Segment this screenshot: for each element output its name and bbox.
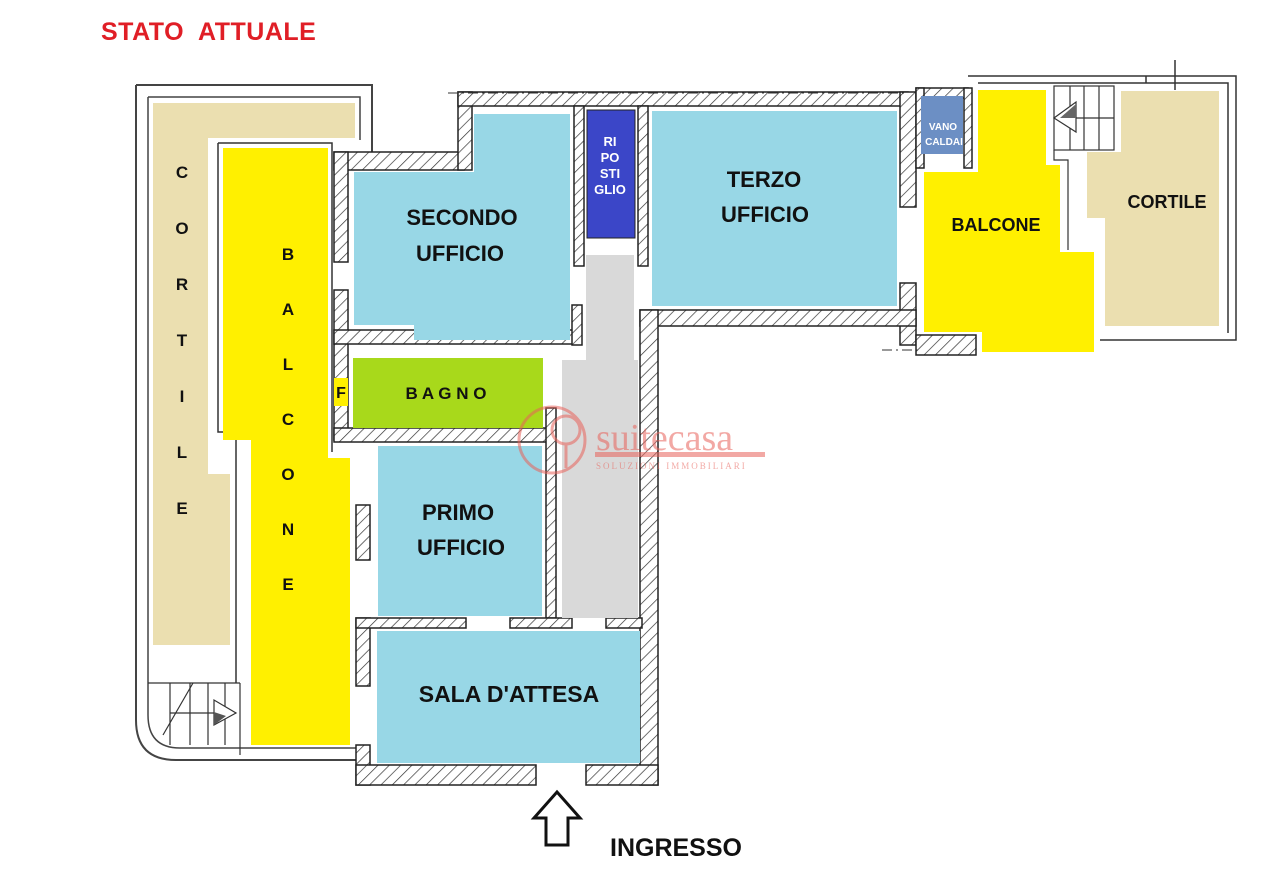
label-ripostiglio-2: STI [600, 166, 620, 181]
label-ripostiglio-1: PO [601, 150, 620, 165]
label-secondo-ufficio: UFFICIO [416, 241, 504, 266]
label-cortile-right: CORTILE [1128, 192, 1207, 212]
left-courtyard-outline [135, 84, 373, 761]
room-bagno [353, 358, 543, 428]
label-terzo-ufficio: UFFICIO [721, 202, 809, 227]
label-balcone-left-letter: B [282, 245, 294, 264]
label-primo-ufficio: UFFICIO [417, 535, 505, 560]
label-cortile-left-letter: T [177, 331, 188, 350]
entrance-arrow-icon [530, 789, 584, 847]
label-ripostiglio-0: RI [604, 134, 617, 149]
left-courtyard-area [153, 103, 355, 645]
label-balcone-right: BALCONE [952, 215, 1041, 235]
left-balcony-area [223, 148, 350, 745]
label-primo: PRIMO [422, 500, 494, 525]
room-f [334, 378, 348, 406]
label-cortile-left-letter: C [176, 163, 188, 182]
room-secondo-ufficio [354, 114, 570, 340]
label-vano: VANO [929, 122, 957, 133]
room-balcone-right [924, 90, 1094, 352]
label-balcone-left-letter: E [282, 575, 293, 594]
label-sala-attesa: SALA D'ATTESA [419, 681, 600, 707]
walls [333, 87, 977, 786]
right-courtyard-outline [968, 60, 1237, 341]
label-cortile-left-letter: R [176, 275, 188, 294]
label-terzo: TERZO [727, 167, 802, 192]
label-balcone-left-letter: L [283, 355, 293, 374]
label-caldai: CALDAI [925, 137, 963, 148]
room-ripostiglio [586, 109, 636, 239]
label-balcone-left-letter: A [282, 300, 294, 319]
corridor-upper [586, 255, 634, 365]
watermark-tagline: SOLUZIONI IMMOBILIARI [596, 461, 747, 471]
plan-title: STATO ATTUALE [101, 18, 317, 46]
label-cortile-left-letter: E [176, 499, 187, 518]
label-balcone-left-letter: O [281, 465, 294, 484]
label-f: F [336, 385, 346, 402]
label-ripostiglio-3: GLIO [594, 182, 626, 197]
label-cortile-left-letter: I [180, 387, 185, 406]
stairs-bottom-left [148, 682, 241, 755]
label-cortile-left-letter: L [177, 443, 187, 462]
label-cortile-left-letter: O [175, 219, 188, 238]
entrance-label: INGRESSO [610, 834, 742, 862]
room-vano-caldaia [921, 96, 963, 154]
right-courtyard-area [1087, 91, 1219, 326]
label-bagno: B A G N O [406, 384, 487, 403]
room-terzo-ufficio [652, 111, 897, 306]
label-balcone-left-letter: N [282, 520, 294, 539]
stairs-right [1052, 85, 1115, 250]
watermark: suitecasa SOLUZIONI IMMOBILIARI [517, 405, 765, 475]
label-secondo: SECONDO [406, 205, 517, 230]
label-balcone-left-letter: C [282, 410, 294, 429]
corridor-lower [562, 360, 638, 618]
room-sala-attesa [377, 631, 640, 763]
room-primo-ufficio [378, 446, 542, 616]
